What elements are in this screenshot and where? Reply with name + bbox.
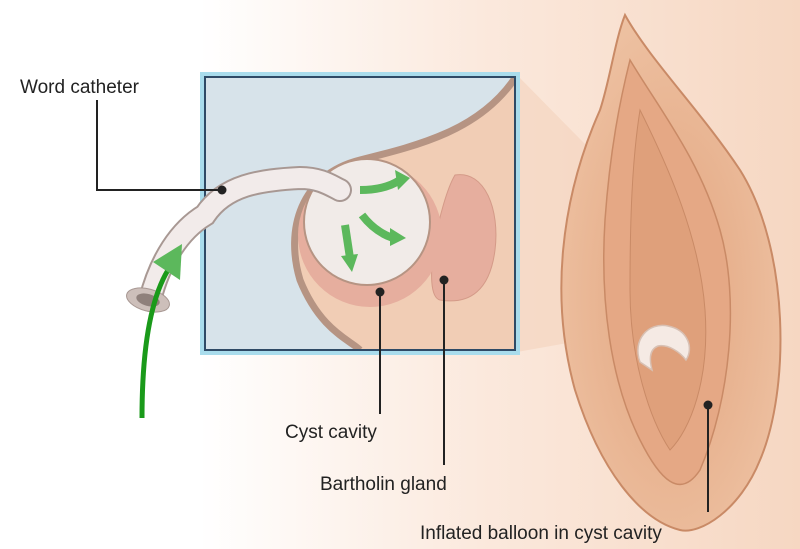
flow-arrow-icon (341, 224, 354, 259)
insertion-arrowhead-icon (153, 244, 182, 280)
balloon-in-cyst (637, 324, 691, 372)
leader-dot (439, 275, 449, 285)
insertion-arrow-icon (139, 268, 171, 419)
label-word-catheter: Word catheter (20, 77, 140, 98)
label-cyst-cavity: Cyst cavity (285, 422, 377, 443)
leader-dot (375, 287, 385, 297)
label-inflated-balloon: Inflated balloon in cyst cavity (420, 523, 662, 544)
vulva-illustration (560, 12, 782, 532)
label-bartholin-gland: Bartholin gland (320, 474, 447, 495)
leader-dot (217, 185, 227, 195)
leader-dot (703, 400, 713, 410)
catheter-leader-line (96, 100, 222, 191)
inset-cross-section (200, 72, 520, 355)
